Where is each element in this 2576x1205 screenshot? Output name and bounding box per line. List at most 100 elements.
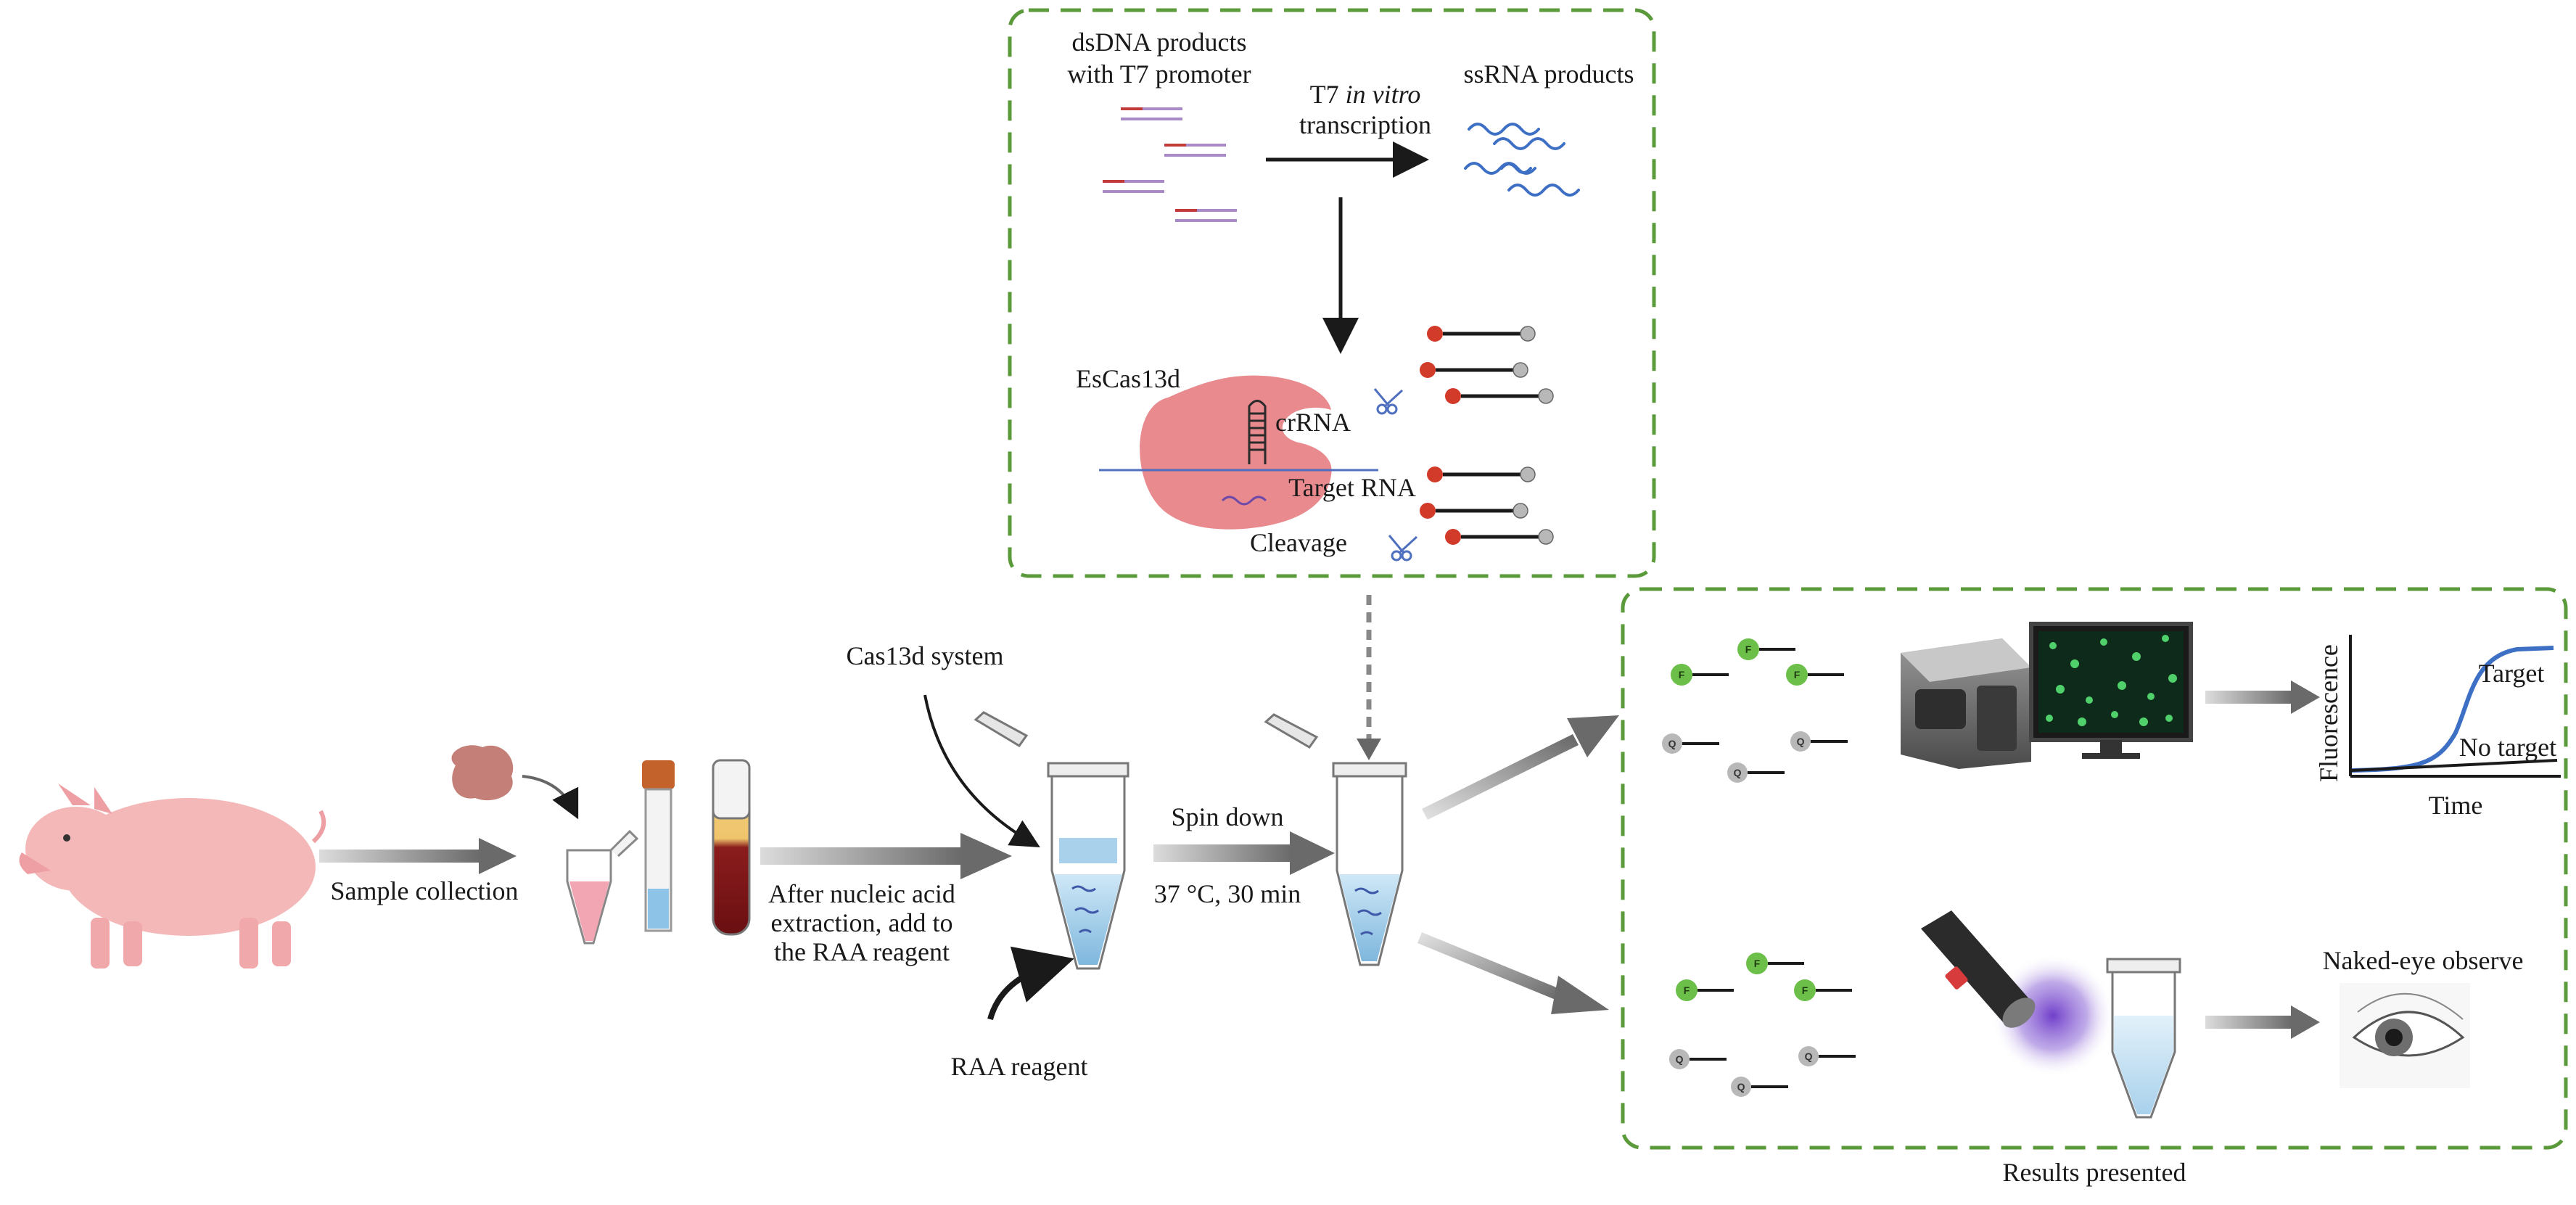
t7-label-line2: transcription [1299, 110, 1431, 139]
svg-text:F: F [1794, 669, 1801, 680]
t7-label-italic: in vitro [1346, 80, 1421, 109]
monitor-illustration [2029, 622, 2193, 759]
results-panel: F F F Q Q Q [1621, 587, 2568, 1187]
reaction-tube-2 [1264, 713, 1407, 966]
blue-cap-tube [642, 760, 675, 932]
fluorophore-marker [1737, 638, 1759, 660]
crrna-hairpin [1248, 400, 1267, 464]
arrow-to-fluorescence [1422, 715, 1619, 820]
escas13d-protein [1140, 375, 1332, 530]
cleavage-label: Cleavage [1250, 528, 1347, 557]
fluorophore-marker [1786, 664, 1808, 686]
fluorophore-marker [1671, 664, 1692, 686]
quencher-marker [1538, 529, 1554, 545]
arrow-add-raa [760, 833, 1012, 879]
cas13d-system-label: Cas13d system [846, 641, 1003, 670]
target-rna-label: Target RNA [1288, 473, 1416, 502]
uv-flashlight-illustration [1921, 910, 2115, 1077]
t7-panel-border [1008, 8, 1656, 578]
svg-text:Q: Q [1737, 1081, 1745, 1093]
fluorophore-marker [1746, 953, 1768, 974]
blood-tube [712, 759, 751, 936]
svg-text:F: F [1754, 958, 1761, 969]
quencher-marker [1790, 731, 1811, 752]
quencher-marker [1727, 762, 1748, 783]
t7-label-prefix: T7 [1310, 80, 1346, 109]
t7-label-line1: T7 in vitro [1310, 80, 1421, 109]
escas13d-label: EsCas13d [1076, 364, 1180, 393]
cas13d-system-arrow [923, 694, 1040, 848]
quencher-marker [1513, 503, 1528, 519]
reaction-tube-1 [974, 711, 1129, 970]
fluorophore-marker [1445, 388, 1461, 404]
fluorophore-marker [1676, 979, 1698, 1001]
result-tube [2106, 958, 2181, 1119]
arrow-spin-down [1153, 831, 1335, 875]
target-curve-label: Target [2479, 659, 2545, 688]
sample-tube-pink [566, 829, 639, 945]
dsdna-strands [1103, 107, 1237, 222]
quencher-marker [1731, 1077, 1751, 1097]
arrow-to-eye [2205, 1005, 2320, 1039]
time-axis-label: Time [2429, 791, 2483, 820]
scissors-icon [1373, 388, 1404, 415]
quencher-marker [1513, 362, 1528, 378]
temp-time-label: 37 °C, 30 min [1154, 879, 1301, 908]
raa-reagent-arrow [987, 946, 1074, 1021]
scissors-icon [1388, 535, 1418, 562]
fluorescence-reader-illustration [1901, 638, 2031, 769]
no-target-curve-label: No target [2459, 733, 2556, 762]
fluorescence-axis-label: Fluorescence [2314, 644, 2343, 782]
svg-text:Q: Q [1668, 738, 1676, 749]
svg-text:Q: Q [1734, 767, 1742, 778]
results-presented-label: Results presented [2003, 1158, 2186, 1187]
no-target-curve [2351, 759, 2558, 772]
after-extraction-line3: the RAA reagent [774, 937, 950, 966]
fluorophore-marker [1420, 362, 1436, 378]
svg-text:F: F [1679, 669, 1685, 680]
ssrna-label: ssRNA products [1463, 59, 1634, 89]
after-extraction-line2: extraction, add to [771, 908, 953, 937]
ssrna-strands [1464, 123, 1580, 197]
arrow-sample-collection [319, 838, 517, 874]
after-extraction-line1: After nucleic acid [768, 879, 955, 908]
cleaved-rna-fragment [1221, 495, 1267, 506]
fluorophore-marker [1794, 979, 1816, 1001]
reporter-group-cleaved-top: F F F Q Q Q [1662, 638, 1848, 783]
eye-icon [2340, 983, 2470, 1088]
svg-text:Q: Q [1805, 1050, 1813, 1062]
reporter-group-cleaved-bottom: F F F Q Q Q [1669, 953, 1856, 1097]
quencher-marker [1520, 466, 1536, 482]
svg-text:F: F [1684, 984, 1690, 996]
svg-text:Q: Q [1676, 1053, 1684, 1065]
spin-down-label: Spin down [1171, 802, 1283, 831]
panel-connector-arrowhead [1357, 739, 1381, 760]
fluorescence-plot: Fluorescence Time Target No target [2314, 635, 2561, 820]
fluorophore-marker [1445, 529, 1461, 545]
fluorophore-marker [1427, 466, 1443, 482]
quencher-marker [1798, 1046, 1819, 1066]
sample-collection-label: Sample collection [331, 876, 519, 905]
svg-text:F: F [1745, 643, 1752, 655]
svg-text:F: F [1802, 984, 1808, 996]
fluorophore-marker [1420, 503, 1436, 519]
quencher-marker [1520, 326, 1536, 342]
reporter-group-intact [1420, 326, 1554, 545]
fluorophore-marker [1427, 326, 1443, 342]
raa-reagent-label: RAA reagent [951, 1052, 1088, 1081]
tissue-sample [451, 745, 579, 820]
naked-eye-label: Naked-eye observe [2323, 946, 2524, 975]
results-panel-border [1621, 587, 2568, 1150]
arrow-to-naked-eye [1417, 932, 1609, 1014]
svg-text:Q: Q [1797, 736, 1805, 747]
quencher-marker [1669, 1049, 1690, 1069]
quencher-marker [1538, 388, 1554, 404]
quencher-marker [1662, 733, 1682, 754]
pig-illustration [19, 784, 326, 968]
dsdna-label-line2: with T7 promoter [1067, 59, 1251, 89]
crrna-label: crRNA [1275, 408, 1351, 437]
dsdna-label-line1: dsDNA products [1072, 28, 1247, 57]
t7-cas13d-panel: dsDNA products with T7 promoter T7 in vi… [1008, 8, 1656, 578]
arrow-to-graph [2205, 680, 2320, 714]
